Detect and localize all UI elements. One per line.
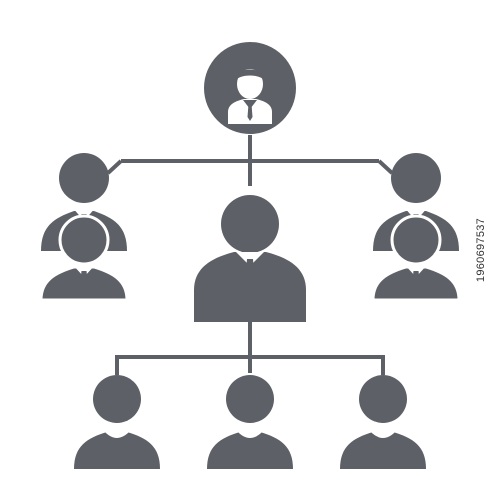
stock-id-text: 1960697537 bbox=[475, 217, 487, 283]
person-icon bbox=[340, 375, 426, 469]
connector-left-diagonal bbox=[106, 159, 123, 175]
business-person-icon bbox=[194, 195, 306, 322]
person-icon bbox=[207, 375, 293, 469]
business-person-icon bbox=[39, 214, 129, 302]
connector-lines bbox=[106, 135, 394, 375]
person-icon bbox=[74, 375, 160, 469]
connector-right-diagonal bbox=[377, 159, 394, 175]
manager-avatar-icon bbox=[204, 42, 296, 134]
business-person-icon bbox=[371, 214, 461, 302]
